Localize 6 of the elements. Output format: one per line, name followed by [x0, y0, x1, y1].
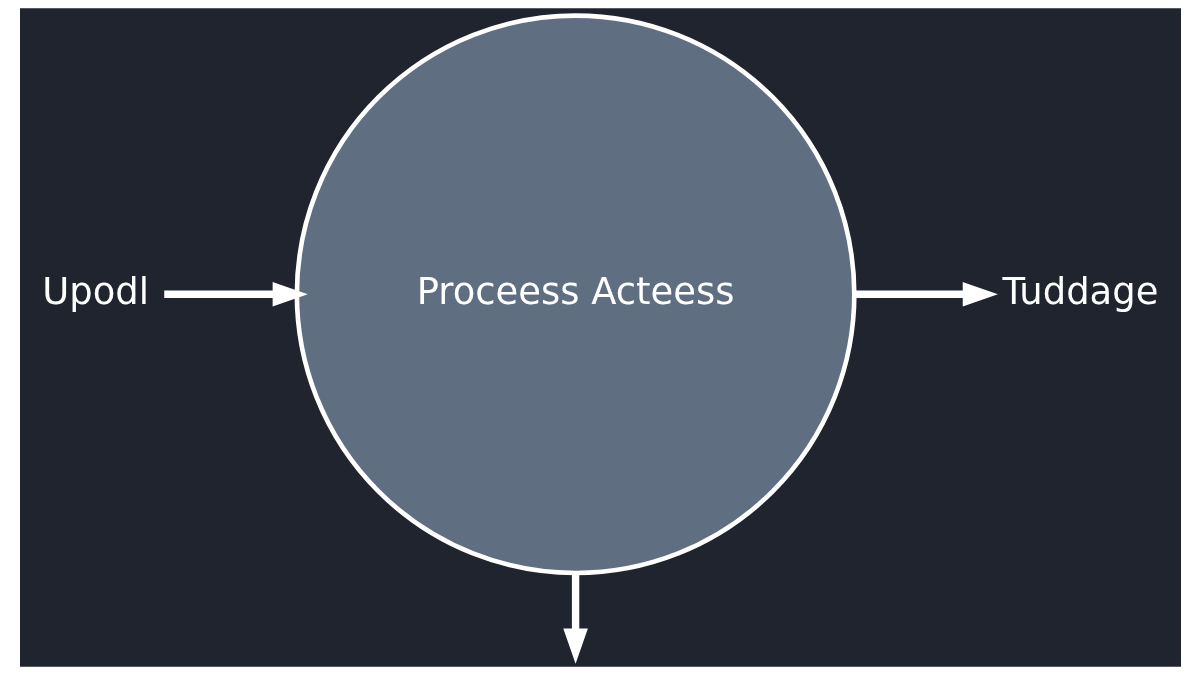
arrow — [853, 282, 998, 307]
arrow — [163, 282, 308, 307]
node-text: Tuddage — [1001, 269, 1158, 313]
node-circle: Proceess Acteess — [294, 13, 857, 576]
arrow — [562, 573, 588, 664]
node-text: Upodl — [41, 269, 149, 313]
